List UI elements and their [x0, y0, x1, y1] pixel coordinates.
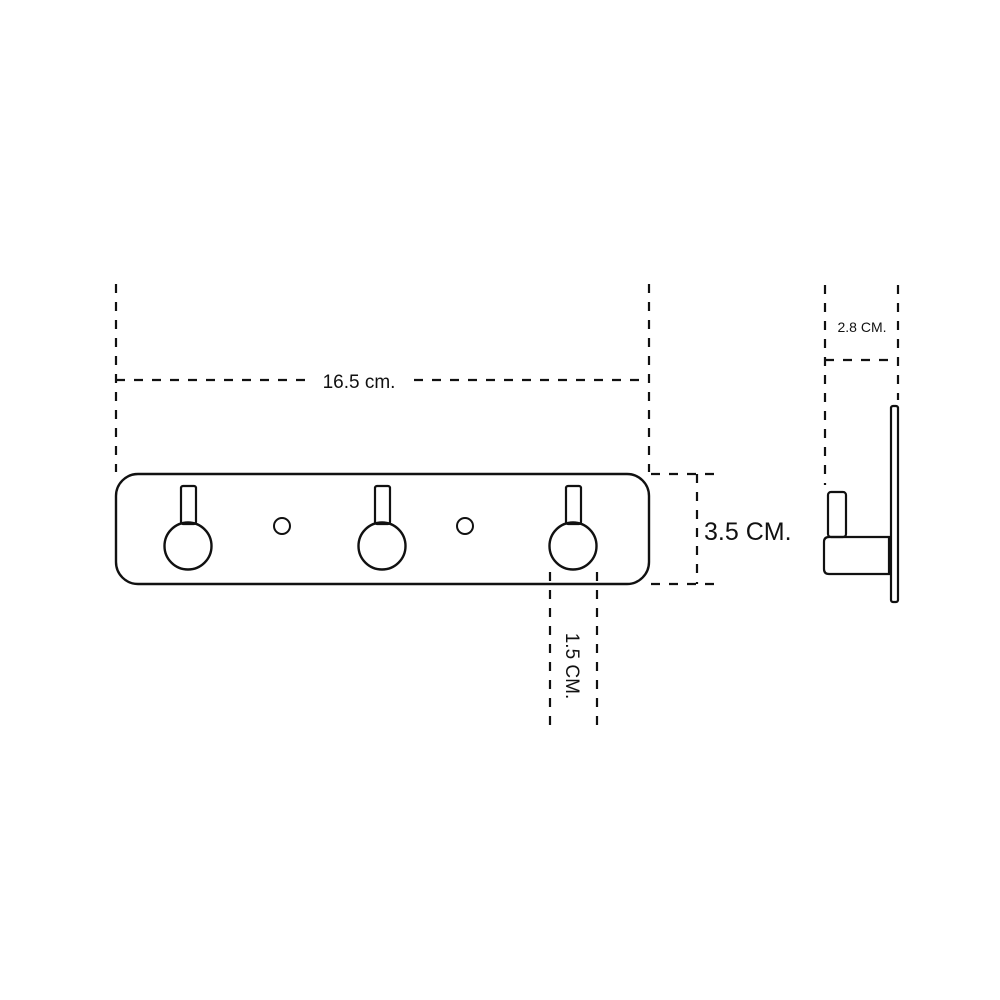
depth-dimension: 2.8 CM. [823, 285, 900, 485]
hook-3-stem [564, 484, 583, 526]
hook-2 [357, 484, 407, 571]
side-hook-stem [826, 490, 848, 539]
front-view [114, 472, 651, 586]
height-label: 3.5 CM. [704, 518, 792, 546]
width-dimension: 16.5 cm. [114, 284, 651, 472]
side-back-plate [889, 404, 900, 604]
hook-2-stem [373, 484, 392, 526]
height-dimension: 3.5 CM. [651, 472, 792, 586]
hook-cap-dimension: 1.5 CM. [548, 572, 599, 732]
front-back-plate [114, 472, 651, 586]
screw-hole-1 [273, 517, 291, 535]
side-view [822, 404, 900, 604]
hook-1 [163, 484, 213, 571]
hook-1-stem [179, 484, 198, 526]
hook-3-cap [548, 521, 598, 571]
depth-label: 2.8 CM. [837, 319, 886, 335]
hook-3 [548, 484, 598, 571]
side-hook-body [822, 535, 891, 576]
hook-1-cap [163, 521, 213, 571]
hook-2-cap [357, 521, 407, 571]
hook-spacing-label: 1.5 CM. [561, 633, 582, 700]
screw-hole-2 [456, 517, 474, 535]
width-label: 16.5 cm. [323, 372, 396, 393]
